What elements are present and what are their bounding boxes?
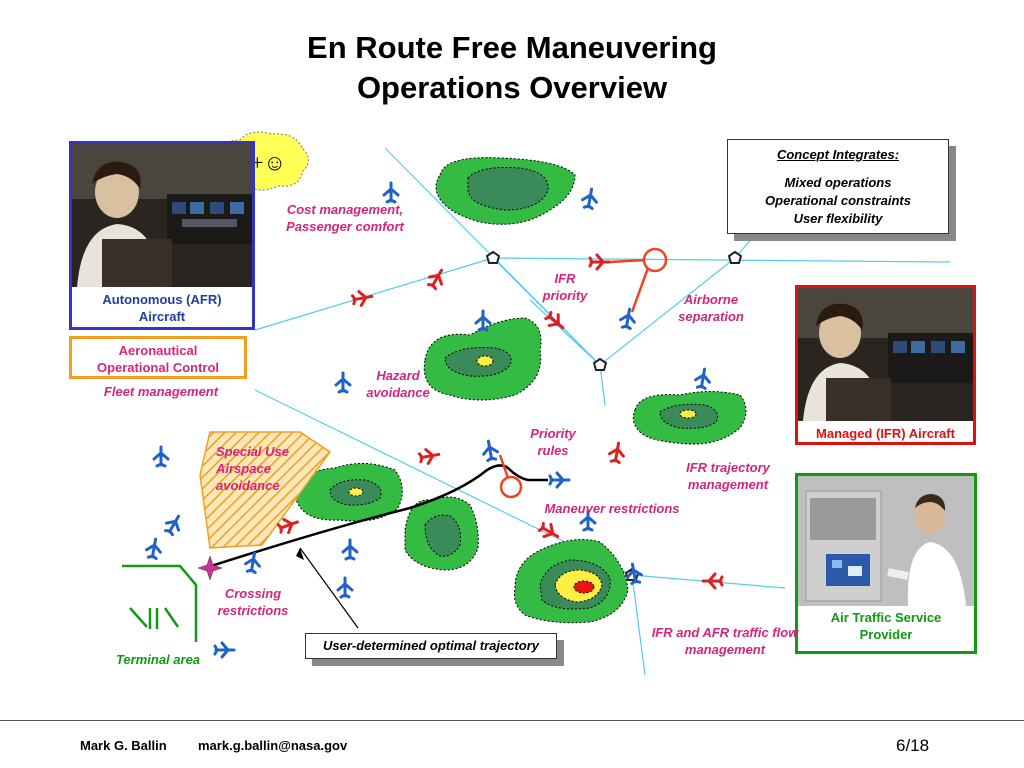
concept-item: Operational constraints [765, 193, 911, 208]
ifr-aircraft-box: Managed (IFR) Aircraft [795, 285, 976, 445]
traffic-flow-management-label: IFR and AFR traffic flow management [651, 625, 799, 657]
operations-diagram: $+☺ [122, 131, 951, 676]
weather-core-middle [424, 514, 461, 557]
special-use-airspace [199, 431, 332, 549]
concept-item: Mixed operations [784, 175, 892, 190]
user-trajectory-line [204, 464, 548, 570]
special-use-airspace-label: Special Use Airspace avoidance [216, 444, 289, 493]
fleet-management-label: Fleet management [103, 384, 219, 399]
priority-conflict-marker [498, 247, 668, 499]
concept-item: User flexibility [793, 211, 883, 226]
airway [599, 364, 606, 406]
airway [492, 257, 951, 263]
ifr-aircraft-label: Managed (IFR) Aircraft [816, 426, 955, 441]
ifr-trajectory-management-label: IFR trajectory management [686, 460, 770, 492]
aoc-box: Aeronautical Operational Control [69, 336, 247, 379]
ifr-pilot-image [798, 288, 973, 421]
weather-yellow-sua [348, 487, 364, 497]
terminal-area-lines [122, 564, 198, 642]
crossing-star [197, 555, 223, 581]
crossing-restrictions-label: Crossing restrictions [217, 586, 289, 618]
footer-divider [0, 720, 1024, 721]
aoc-label: Aeronautical Operational Control [96, 343, 220, 375]
hazard-avoidance-label: Hazard avoidance [366, 368, 430, 400]
airway [529, 299, 601, 366]
footer-page-number: 6/18 [896, 736, 930, 755]
slide-title: En Route Free Maneuvering Operations Ove… [0, 28, 1024, 108]
concept-integrates-box: Concept Integrates: Mixed operations Ope… [727, 139, 949, 234]
footer-author: Mark G. Ballin [80, 738, 167, 753]
weather-yellow-right [679, 409, 697, 419]
atsp-label: Air Traffic Service Provider [830, 610, 942, 642]
maneuver-restrictions-label: Maneuver restrictions [544, 501, 680, 516]
atsp-box: Air Traffic Service Provider [795, 473, 977, 654]
controller-image [798, 476, 974, 606]
airway [254, 257, 494, 331]
title-line-1: En Route Free Maneuvering [307, 30, 717, 65]
airway [631, 574, 646, 676]
title-line-2: Operations Overview [356, 70, 668, 105]
cost-management-label: Cost management, Passenger comfort [286, 202, 404, 234]
pilot-cockpit-image [72, 144, 252, 287]
footer-email: mark.g.ballin@nasa.gov [198, 738, 348, 753]
weather-yellow-hazard [476, 355, 494, 367]
user-trajectory-pointer [299, 547, 359, 629]
airway [599, 257, 736, 366]
weather-red-bottom [573, 580, 595, 594]
terminal-area-label: Terminal area [115, 652, 201, 667]
afr-aircraft-label: Autonomous (AFR) Aircraft [102, 292, 222, 324]
airborne-separation-label: Airborne separation [678, 292, 744, 324]
user-trajectory-box: User-determined optimal trajectory [305, 633, 557, 659]
concept-heading: Concept Integrates: [776, 147, 900, 162]
weather-cells [294, 157, 747, 624]
ifr-priority-label: IFR priority [542, 271, 588, 303]
priority-rules-label: Priority rules [530, 426, 576, 458]
airway [492, 257, 601, 366]
afr-aircraft-box: Autonomous (AFR) Aircraft [69, 141, 255, 330]
weather-core-top [467, 167, 549, 211]
